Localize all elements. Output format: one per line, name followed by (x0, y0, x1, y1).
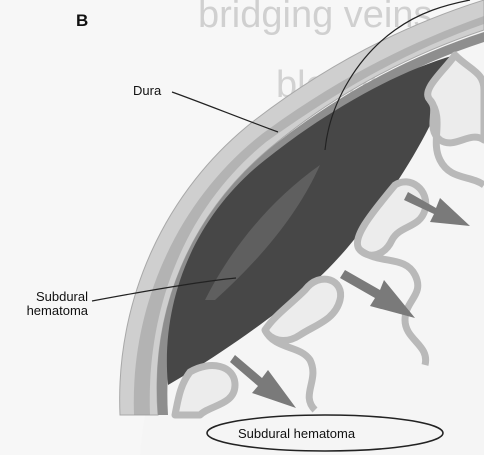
subdural-label-line1: Subdural (20, 290, 88, 304)
subdural-hematoma-label: Subdural hematoma (20, 290, 88, 318)
panel-letter: B (76, 11, 88, 31)
dura-leader-line (172, 92, 278, 132)
dura-label: Dura (133, 83, 161, 98)
caption: Subdural hematoma (238, 426, 355, 441)
subdural-label-line2: hematoma (20, 304, 88, 318)
